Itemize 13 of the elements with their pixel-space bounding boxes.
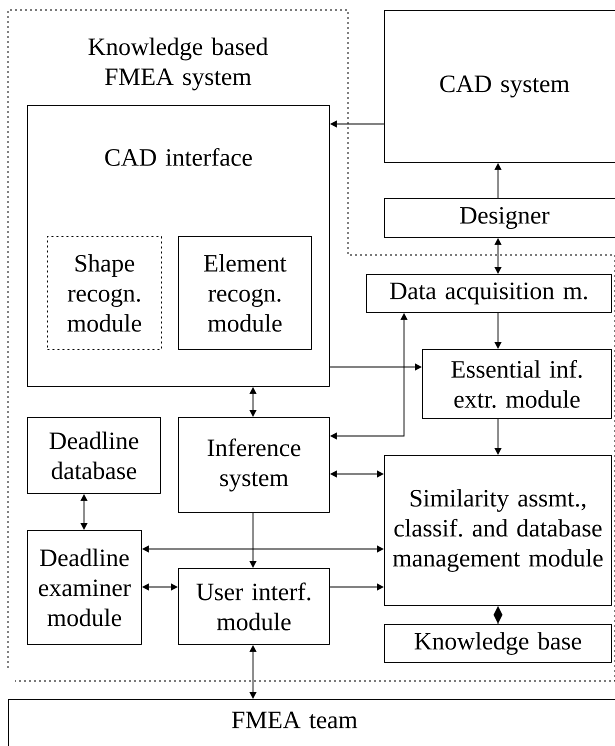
- module-box: Essential inf. extr. module: [422, 349, 612, 419]
- module-box: Similarity assmt., classif. and database management module: [384, 455, 612, 606]
- process-box: Designer: [384, 198, 615, 238]
- module-box: Shape recogn. module: [47, 236, 162, 350]
- database-box: Deadline database: [27, 417, 161, 494]
- database-box: Knowledge base: [384, 624, 612, 663]
- team-box: FMEA team: [8, 699, 615, 746]
- system-box: Inference system: [178, 417, 330, 513]
- system-box: CAD system: [384, 10, 615, 163]
- module-box: Element recogn. module: [178, 236, 312, 350]
- module-box: User interf. module: [178, 568, 330, 645]
- module-box: Deadline examiner module: [27, 530, 142, 645]
- process-box: Data acquisition m.: [366, 274, 612, 313]
